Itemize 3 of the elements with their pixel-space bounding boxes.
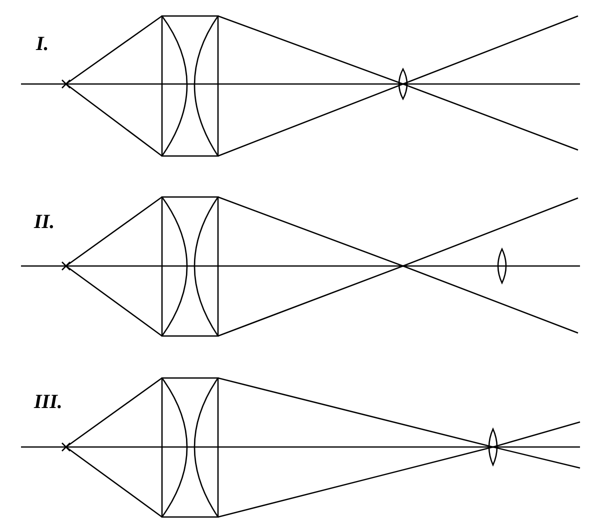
panel-label: II. [34,212,55,232]
panel-label: III. [34,392,62,412]
panel-label: I. [36,34,49,54]
